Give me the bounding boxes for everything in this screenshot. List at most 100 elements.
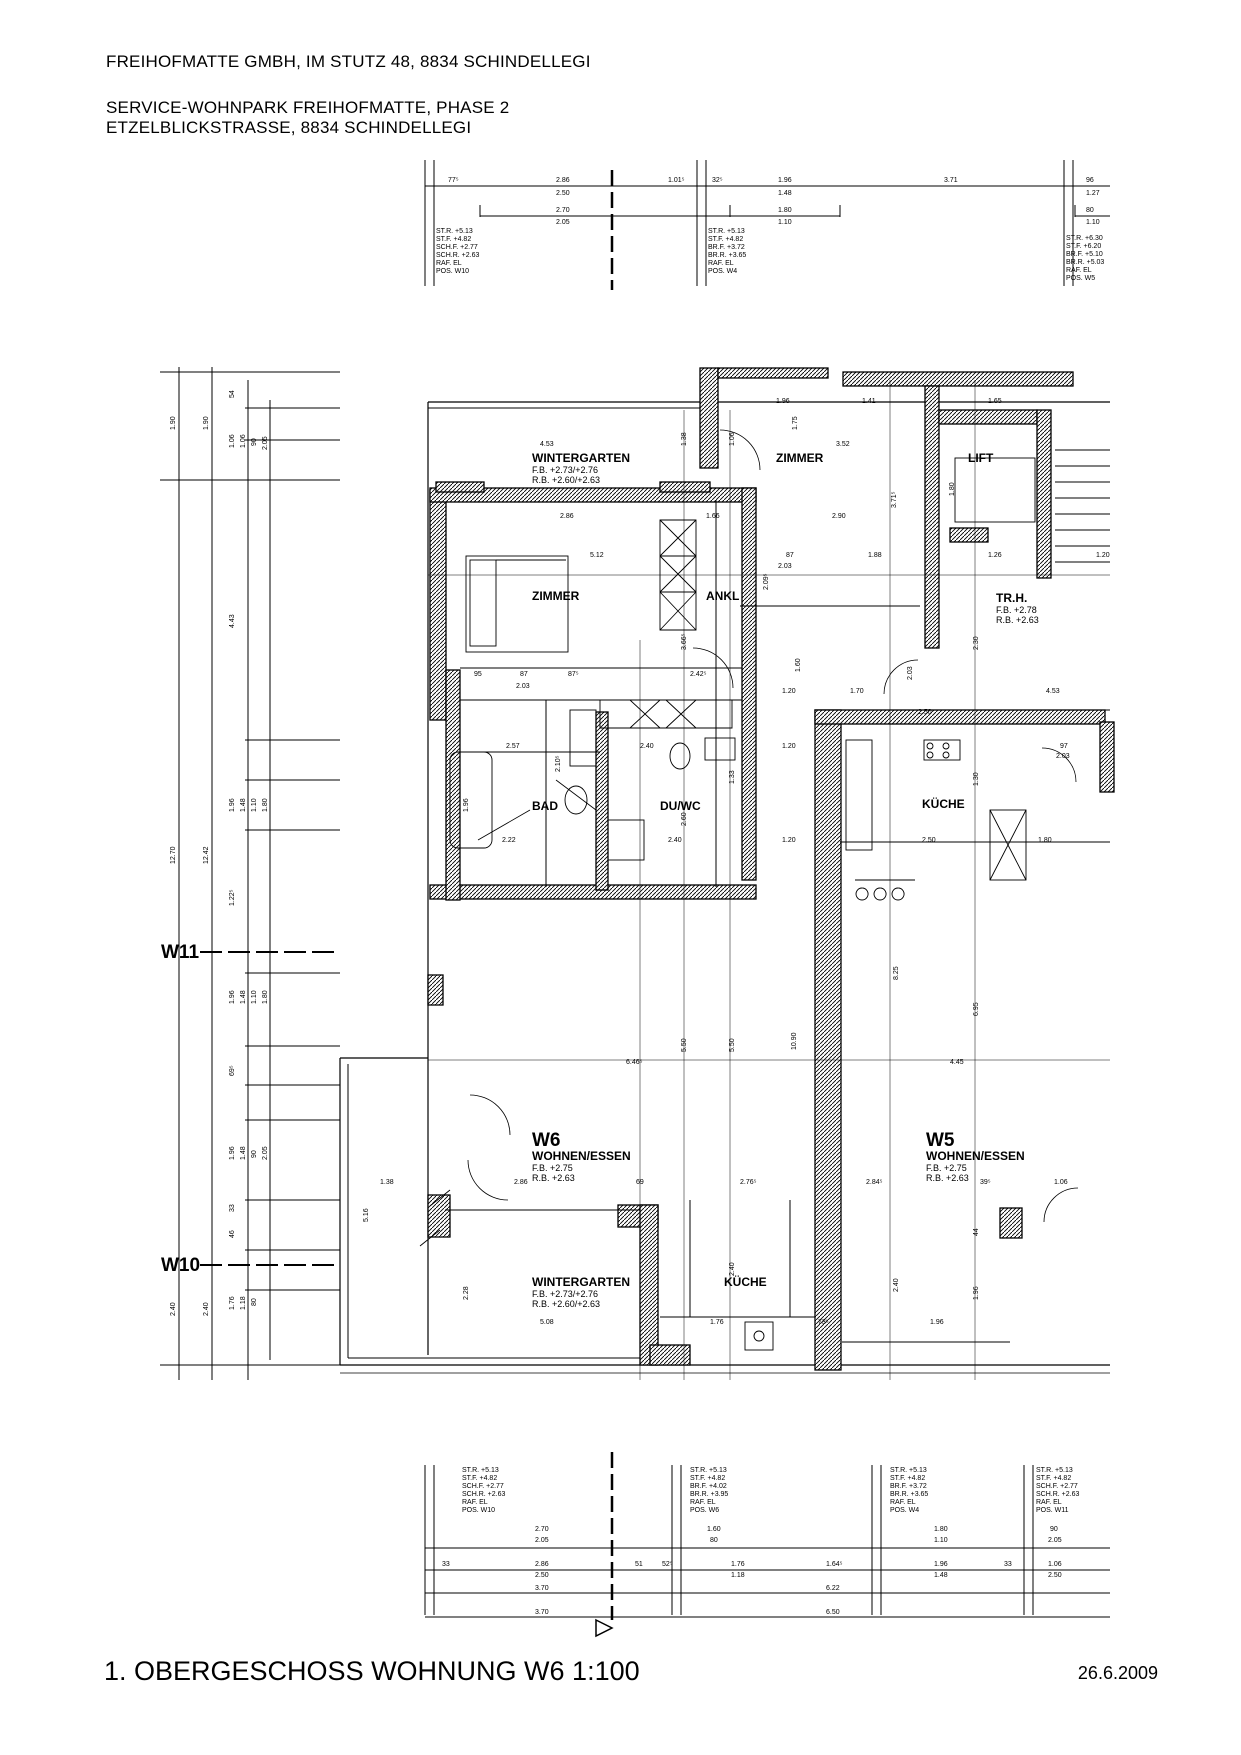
dim-text: 1.96 — [463, 798, 470, 812]
kueche-w5-label: KÜCHE — [922, 796, 965, 811]
section-marker-icon — [595, 1618, 614, 1638]
spec-line: ST.R. +5.13 — [462, 1467, 499, 1474]
spec-line: POS. W4 — [708, 268, 737, 275]
fridge-box — [989, 809, 1027, 881]
dim-text: 1.66 — [706, 513, 720, 520]
dim-text: 96 — [1086, 177, 1094, 184]
spec-line: POS. W11 — [1036, 1507, 1069, 1514]
dim-text: 2.70 — [556, 207, 570, 214]
dim-text: 80 — [1086, 207, 1094, 214]
w5-fb: F.B. +2.75 — [926, 1163, 967, 1173]
fixtures — [419, 449, 1110, 1351]
washbasin — [569, 709, 597, 767]
dim-text: 2.03 — [778, 563, 792, 570]
dim-text: 1.96 — [930, 1319, 944, 1326]
sink-du — [704, 737, 736, 761]
w6-label: W6 — [532, 1130, 561, 1151]
dim-text: 2.50 — [922, 837, 936, 844]
spec-line: POS. W10 — [436, 268, 469, 275]
spec-line: ST.F. +4.82 — [1036, 1475, 1071, 1482]
spec-line: RAF. EL — [708, 260, 734, 267]
shower-tray — [607, 819, 645, 861]
dim-text: 6.22 — [826, 1585, 840, 1592]
dim-text: 2.42⁵ — [690, 671, 707, 678]
spec-line: ST.F. +4.82 — [690, 1475, 725, 1482]
w6-sub: WOHNEN/ESSEN — [532, 1149, 631, 1163]
spec-line: POS. W5 — [1066, 275, 1095, 282]
spec-line: ST.R. +5.13 — [690, 1467, 727, 1474]
dim-text: 1.20 — [782, 837, 796, 844]
dim-text: 10.90 — [791, 1032, 798, 1050]
header-address: ETZELBLICKSTRASSE, 8834 SCHINDELLEGI — [106, 118, 472, 137]
dim-text: 69 — [636, 1179, 644, 1186]
dim-text: 87 — [786, 552, 794, 559]
w6-rb: R.B. +2.63 — [532, 1173, 575, 1183]
spec-line: SCH.R. +2.63 — [462, 1491, 505, 1498]
spec-line: ST.F. +4.82 — [890, 1475, 925, 1482]
dim-text: 1.30 — [973, 772, 980, 786]
interior-dimensions: 4.53 1.38 1.06 1.75 3.52 1.96 1.41 1.65 … — [363, 398, 1110, 1326]
dim-text: 1.06 — [240, 434, 247, 448]
wintergarten-top-label: WINTERGARTEN — [532, 451, 630, 465]
dim-text: 1.76 — [229, 1296, 236, 1310]
spec-line: POS. W10 — [462, 1507, 495, 1514]
dim-text: 2.86 — [556, 177, 570, 184]
dim-text: 1.80 — [949, 482, 956, 496]
trh-rb: R.B. +2.63 — [996, 615, 1039, 625]
axis-label-w11: W11 — [161, 942, 199, 963]
spec-line: BR.F. +3.72 — [708, 244, 745, 251]
dim-text: 4.45 — [950, 1059, 964, 1066]
spec-line: SCH.F. +2.77 — [1036, 1483, 1078, 1490]
dim-text: 1.10 — [778, 219, 792, 226]
bottom-spec-w6: ST.R. +5.13 ST.F. +4.82 BR.F. +4.02 BR.R… — [690, 1467, 728, 1514]
header-company: FREIHOFMATTE GMBH, IM STUTZ 48, 8834 SCH… — [106, 52, 591, 71]
dim-text: 5.12 — [590, 552, 604, 559]
spec-line: BR.R. +3.95 — [690, 1491, 728, 1498]
dim-text: 44 — [973, 1228, 980, 1236]
wintergarten-top-rb: R.B. +2.60/+2.63 — [532, 475, 600, 485]
dim-text: 87 — [520, 671, 528, 678]
dim-text: 2.30 — [973, 636, 980, 650]
dim-text: 2.90 — [832, 513, 846, 520]
dim-text: 2.84⁵ — [866, 1179, 883, 1186]
dim-text: 6.46⁵ — [626, 1059, 643, 1066]
header-project: SERVICE-WOHNPARK FREIHOFMATTE, PHASE 2 — [106, 98, 510, 117]
dim-text: 1.80 — [262, 990, 269, 1004]
dim-text: 95 — [474, 671, 482, 678]
dim-text: 97 — [1060, 743, 1068, 750]
dim-text: 1.06 — [729, 432, 736, 446]
dim-text: 5.08 — [540, 1319, 554, 1326]
dim-text: 2.86 — [535, 1561, 549, 1568]
dim-text: 1.96 — [973, 1286, 980, 1300]
dim-text: 3.70 — [535, 1585, 549, 1592]
dim-text: 2.05 — [262, 1146, 269, 1160]
dim-text: 1.27 — [1086, 190, 1100, 197]
dim-text: 1.64⁵ — [826, 1561, 843, 1568]
dim-text: 12.42 — [203, 846, 210, 864]
dim-text: 2.05 — [535, 1537, 549, 1544]
w5-rb: R.B. +2.63 — [926, 1173, 969, 1183]
dim-text: 2.10⁵ — [555, 755, 562, 772]
room-labels: WINTERGARTEN F.B. +2.73/+2.76 R.B. +2.60… — [532, 451, 1039, 1309]
dim-text: 1.96 — [934, 1561, 948, 1568]
dim-text: 2.03 — [1056, 753, 1070, 760]
trh-fb: F.B. +2.78 — [996, 605, 1037, 615]
dim-text: 33 — [442, 1561, 450, 1568]
zimmer-main-label: ZIMMER — [532, 589, 580, 603]
dim-text: 1.01⁵ — [668, 177, 685, 184]
dim-text: 1.96 — [229, 1146, 236, 1160]
hob — [923, 739, 961, 761]
dim-text: 1.22⁵ — [229, 889, 236, 906]
dim-text: 3.52 — [836, 441, 850, 448]
dim-text: 2.40 — [893, 1278, 900, 1292]
dim-text: 1.70 — [850, 688, 864, 695]
left-dimensions: 1.90 1.90 54 1.06 1.06 90 2.05 12.70 12.… — [170, 390, 269, 1316]
dim-text: 80 — [710, 1537, 718, 1544]
spec-line: RAF. EL — [1036, 1499, 1062, 1506]
drawing-title: 1. OBERGESCHOSS WOHNUNG W6 1:100 — [104, 1656, 640, 1686]
spec-line: ST.R. +5.13 — [1036, 1467, 1073, 1474]
dim-text: 1.10 — [1086, 219, 1100, 226]
dim-text: 2.40 — [729, 1262, 736, 1276]
dim-text: 51 — [635, 1561, 643, 1568]
